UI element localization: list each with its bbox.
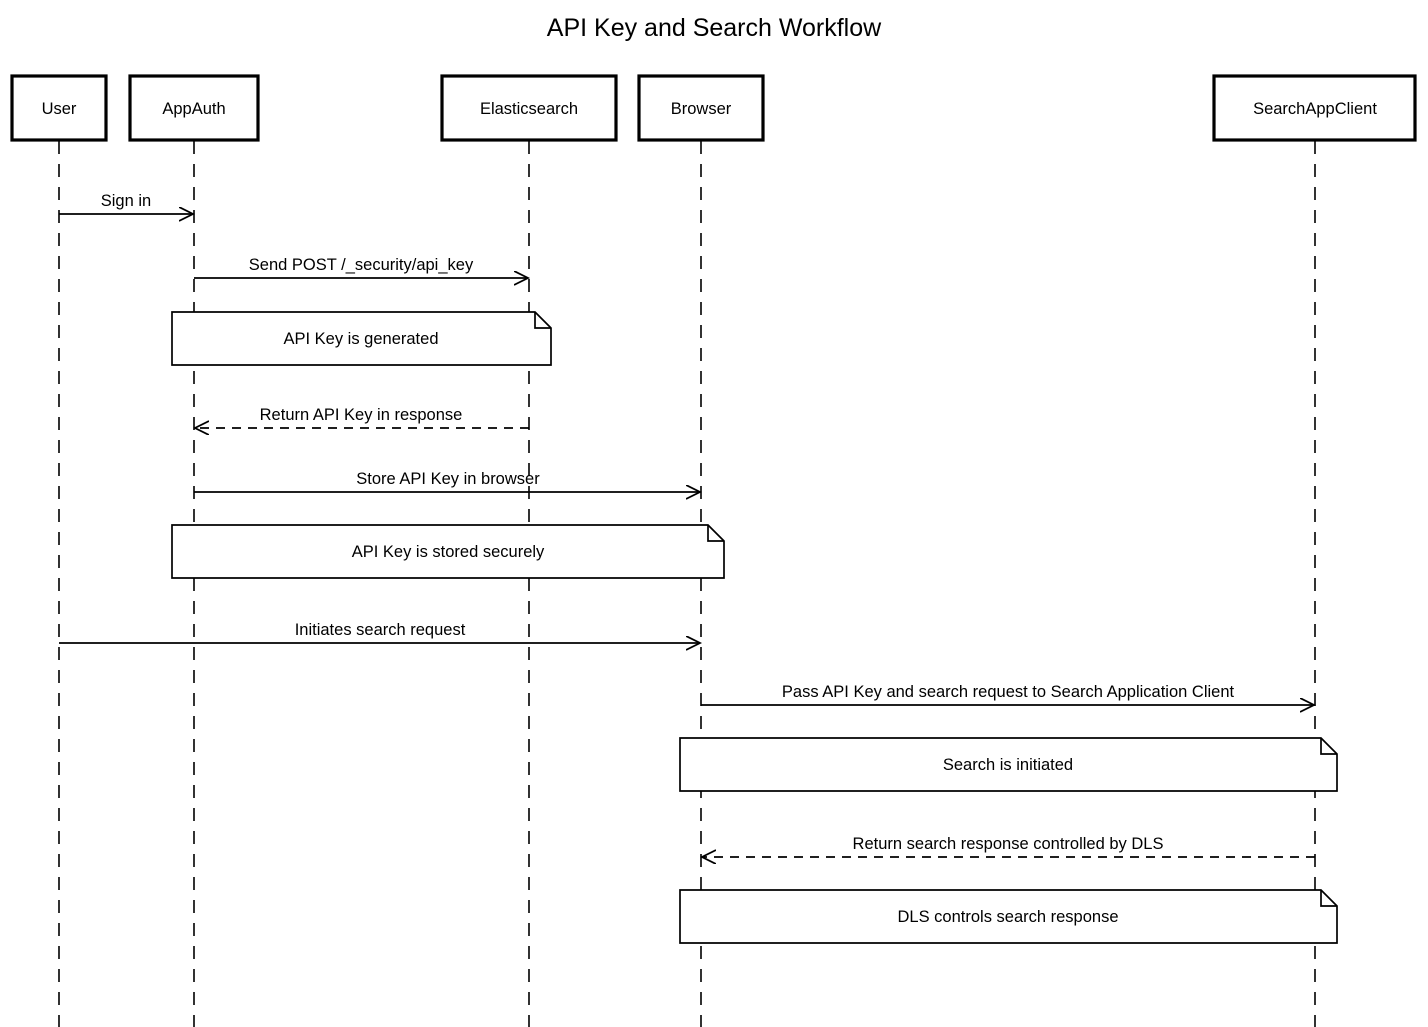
note-fold-corner bbox=[1320, 738, 1337, 755]
actor-label-user: User bbox=[42, 100, 77, 118]
message-return-search-response: Return search response controlled by DLS bbox=[703, 835, 1315, 857]
message-initiates-search: Initiates search request bbox=[59, 621, 699, 643]
actor-label-appauth: AppAuth bbox=[162, 100, 225, 118]
actor-box-browser bbox=[637, 74, 765, 142]
note-api-key-stored: API Key is stored securely bbox=[171, 524, 725, 579]
note-search-initiated: Search is initiated bbox=[679, 737, 1338, 792]
note-dls-controls: DLS controls search response bbox=[679, 889, 1338, 944]
message-label: Sign in bbox=[101, 192, 151, 210]
message-store-api-key: Store API Key in browser bbox=[194, 470, 699, 492]
diagram-title: API Key and Search Workflow bbox=[547, 14, 882, 42]
note-label: DLS controls search response bbox=[897, 908, 1118, 926]
message-label: Initiates search request bbox=[295, 621, 466, 639]
actor-box-user bbox=[10, 74, 108, 142]
message-label: Pass API Key and search request to Searc… bbox=[782, 683, 1235, 701]
note-shape bbox=[679, 737, 1338, 792]
message-send-post: Send POST /_security/api_key bbox=[194, 256, 527, 278]
message-label: Return search response controlled by DLS bbox=[853, 835, 1164, 853]
note-label: API Key is generated bbox=[283, 330, 438, 348]
actor-label-searchappclient: SearchAppClient bbox=[1253, 100, 1377, 118]
actor-box-appauth bbox=[128, 74, 260, 142]
message-label: Return API Key in response bbox=[260, 406, 463, 424]
actor-label-browser: Browser bbox=[671, 100, 732, 118]
note-shape bbox=[171, 524, 725, 579]
note-fold-corner bbox=[1320, 890, 1337, 907]
message-sign-in: Sign in bbox=[59, 192, 192, 214]
message-pass-api-key: Pass API Key and search request to Searc… bbox=[701, 683, 1313, 705]
message-label: Send POST /_security/api_key bbox=[249, 256, 474, 274]
actor-box-searchappclient bbox=[1212, 74, 1417, 142]
note-fold-corner bbox=[707, 525, 724, 542]
note-label: API Key is stored securely bbox=[352, 543, 545, 561]
note-label: Search is initiated bbox=[943, 756, 1073, 774]
message-label: Store API Key in browser bbox=[356, 470, 540, 488]
actor-label-elasticsearch: Elasticsearch bbox=[480, 100, 578, 118]
message-return-api-key: Return API Key in response bbox=[196, 406, 529, 428]
actor-box-elasticsearch bbox=[440, 74, 618, 142]
note-shape bbox=[679, 889, 1338, 944]
note-fold-corner bbox=[534, 312, 551, 329]
note-api-key-generated: API Key is generated bbox=[171, 311, 552, 366]
note-shape bbox=[171, 311, 552, 366]
